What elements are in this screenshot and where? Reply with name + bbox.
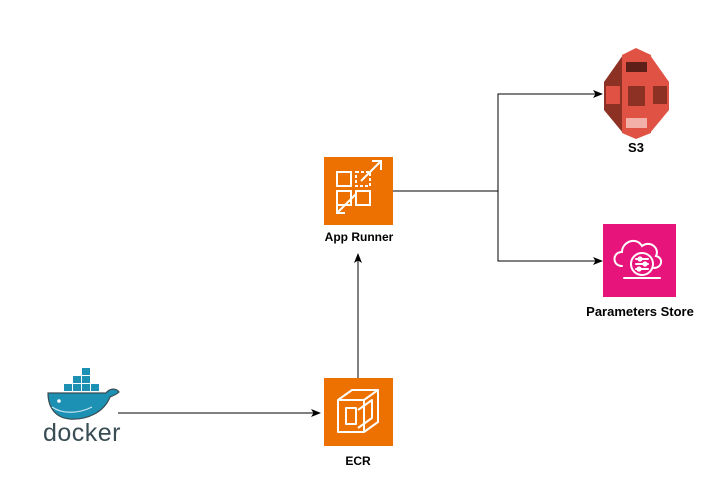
edge-app-runner-to-s3 (393, 90, 603, 192)
s3-bucket-icon[interactable] (604, 48, 669, 139)
ecr-label: ECR (345, 454, 371, 468)
parameters-store-label: Parameters Store (586, 304, 694, 319)
ecr-icon[interactable] (324, 378, 393, 446)
docker-whale-icon[interactable] (47, 368, 120, 420)
docker-label: docker (42, 419, 122, 447)
app-runner-label: App Runner (324, 230, 394, 244)
edge-app-runner-to-parameters-store (497, 191, 603, 265)
app-runner-icon[interactable] (324, 157, 393, 225)
s3-label: S3 (628, 140, 644, 155)
parameters-store-icon[interactable] (603, 224, 676, 297)
